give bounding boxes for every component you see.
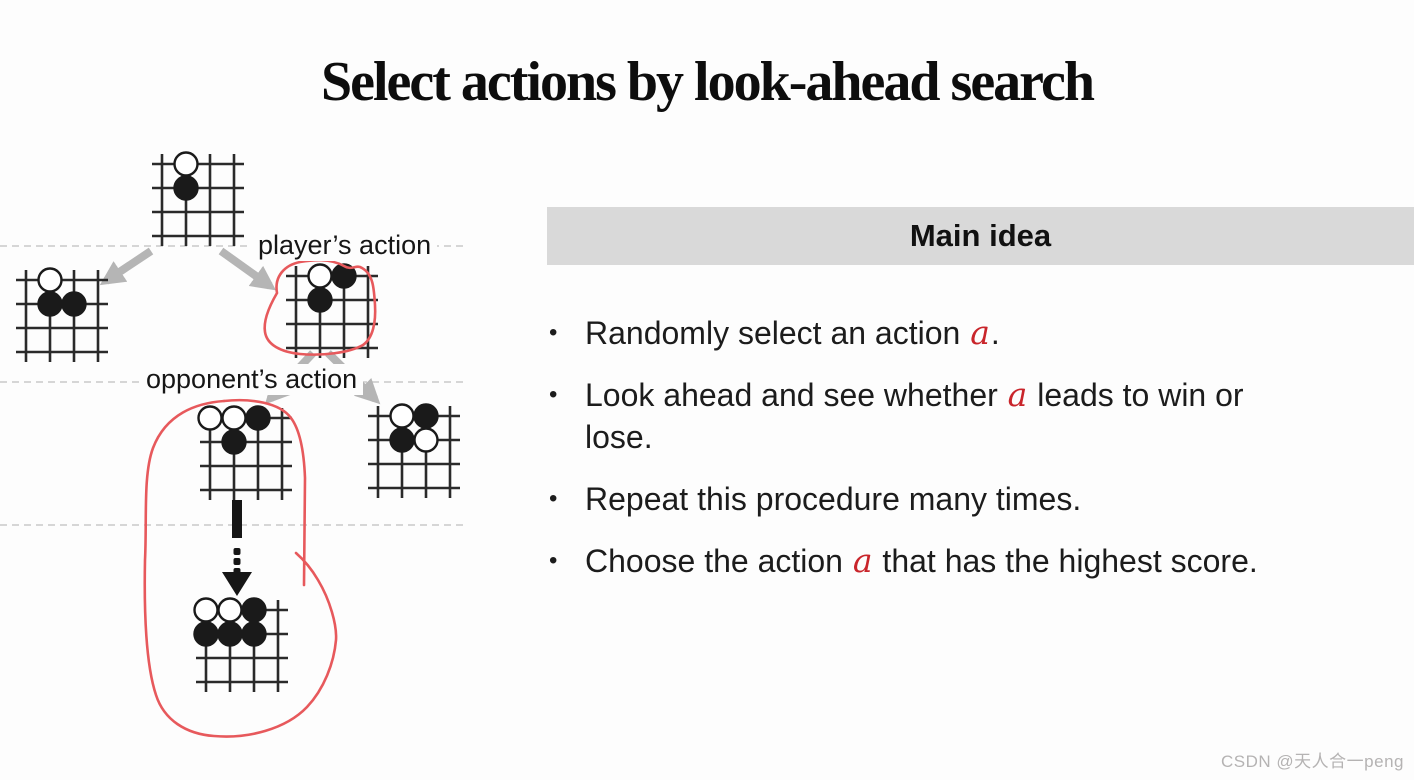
black-stone	[307, 287, 333, 313]
tree-arrow-root-to-player-move	[218, 247, 277, 291]
black-stone	[61, 291, 87, 317]
player-move-board	[286, 263, 378, 358]
rollout-arrow-shaft	[232, 500, 242, 538]
main-idea-header: Main idea	[547, 207, 1414, 265]
bullet-text: Look ahead and see whether a leads to wi…	[585, 374, 1399, 458]
white-stone	[217, 597, 243, 623]
bullet-text: Choose the action a that has the highest…	[585, 540, 1399, 582]
bullet-dot: •	[549, 381, 558, 408]
main-idea-title: Main idea	[909, 218, 1052, 253]
bullet-text: Randomly select an action a.	[585, 312, 1399, 354]
bullet-text: Repeat this procedure many times.	[585, 478, 1399, 520]
black-stone	[217, 621, 243, 647]
page-title: Select actions by look-ahead search	[320, 50, 1095, 113]
white-stone	[37, 267, 63, 293]
bullet-text-segment: Randomly select an action	[585, 315, 970, 351]
math-variable-a: a	[1007, 375, 1028, 414]
white-stone	[173, 151, 199, 177]
left-child-board	[16, 267, 108, 362]
bullet-dot: •	[549, 319, 558, 346]
black-stone	[37, 291, 63, 317]
black-stone	[241, 621, 267, 647]
root-board	[152, 151, 244, 246]
tree-arrow-root-to-left-child	[99, 247, 154, 286]
rollout-arrow	[222, 500, 252, 596]
black-stone	[193, 621, 219, 647]
red-annotation-loop-rollout-left-side	[143, 399, 338, 738]
black-stone	[245, 405, 271, 431]
white-stone	[307, 263, 333, 289]
rollout-arrow-head	[222, 572, 252, 596]
black-stone	[389, 427, 415, 453]
black-stone	[221, 429, 247, 455]
bullet-item: • Repeat this procedure many times.	[549, 478, 1399, 520]
opponent-right-board	[368, 403, 460, 498]
bullet-text-segment: leads to win or	[1028, 377, 1244, 413]
bullet-dot: •	[549, 485, 558, 512]
black-stone	[331, 263, 357, 289]
bullet-text-segment: .	[990, 315, 1000, 351]
rollout-end-board	[193, 597, 288, 692]
bullet-text-segment: Choose the action	[585, 543, 852, 579]
bullet-text-segment: that has the highest score.	[873, 543, 1258, 579]
bullet-text-segment: Look ahead and see whether	[585, 377, 1007, 413]
black-stone	[241, 597, 267, 623]
watermark: CSDN @天人合一peng	[1221, 752, 1404, 771]
white-stone	[193, 597, 219, 623]
diagram-layers	[0, 151, 465, 738]
red-annotation-loop-rollout-right-side	[222, 398, 307, 587]
bullet-item: • Randomly select an action a.	[549, 312, 1399, 354]
red-annotation-loop-player-move	[263, 258, 377, 356]
math-variable-a: a	[970, 313, 990, 352]
opponent-action-label: opponent’s action	[140, 364, 364, 395]
rollout-arrow-dot	[233, 548, 241, 555]
black-stone	[173, 175, 199, 201]
white-stone	[221, 405, 247, 431]
white-stone	[389, 403, 415, 429]
white-stone	[413, 427, 439, 453]
bullet-text-segment: lose.	[585, 419, 653, 455]
main-idea-bullet-list: • Randomly select an action a. • Look ahead…	[549, 312, 1399, 602]
bullet-item: • Choose the action a that has the highes…	[549, 540, 1399, 582]
player-action-label: player’s action	[252, 230, 438, 261]
black-stone	[413, 403, 439, 429]
bullet-dot: •	[549, 547, 558, 574]
opponent-left-board	[197, 405, 292, 500]
bullet-item: • Look ahead and see whether a leads to w…	[549, 374, 1399, 458]
bullet-text-segment: Repeat this procedure many times.	[585, 481, 1082, 517]
white-stone	[197, 405, 223, 431]
math-variable-a: a	[852, 541, 873, 580]
rollout-arrow-dot	[233, 558, 241, 565]
